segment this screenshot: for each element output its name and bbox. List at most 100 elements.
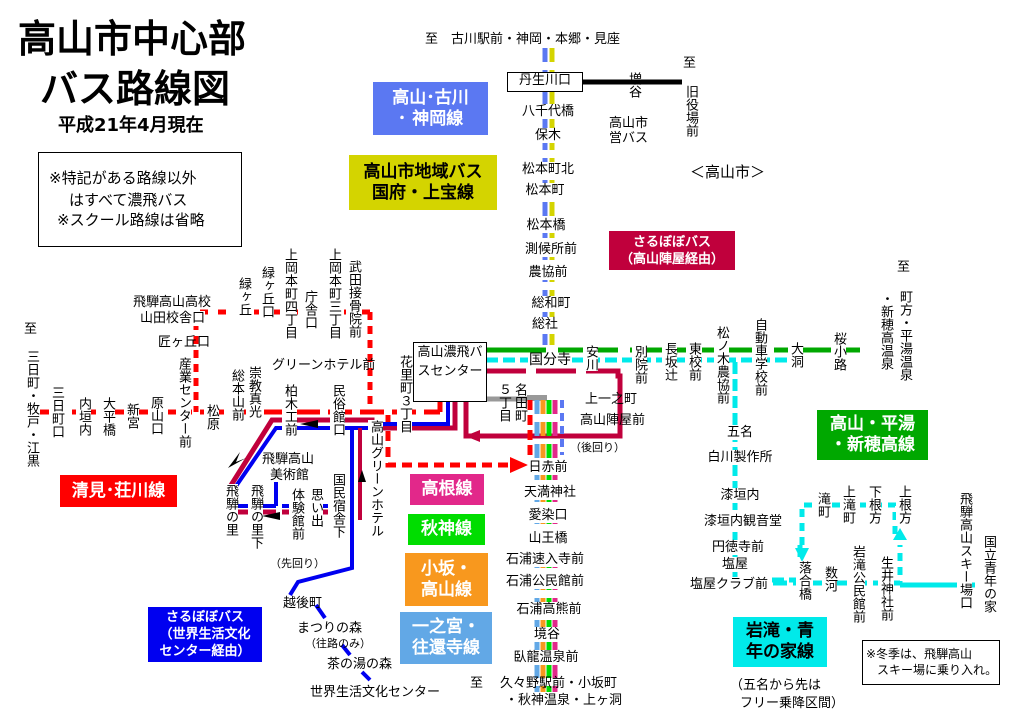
stop: 安川 [583,345,598,371]
route-label-osaka: 小坂・高山線 [405,553,488,606]
stop: 大洞 [788,342,803,368]
arrow-icon [465,430,480,442]
city-bus-label: 高山市営バス [609,116,649,146]
destination-mikkamachi: 三日町・牧戸・江黒 [24,350,39,467]
stop: 茶の湯の森 [327,657,393,672]
direction-arrow-icon [228,452,246,468]
stop: 円徳寺前 [710,540,766,555]
stop: 八千代橋 [520,104,576,119]
stop: 原山口 [148,396,163,435]
stop: 高山グリーンホテル [368,420,383,537]
stop: 白川製作所 [706,450,774,465]
stop: 天満神社 [522,485,578,500]
stop: 上一之町 [585,392,638,407]
note-atomawari: （後回り） [570,441,625,454]
destination-south: 至 [470,676,484,691]
destination-kuguno: 久々野駅前・小坂町 [500,676,618,691]
stop: 越後町 [283,596,323,611]
stop: 崇教真光 [246,366,261,418]
stop: 三日町口 [49,386,64,438]
stop: 石浦高熊前 [515,602,583,617]
note-line: ※特記がある路線以外 [49,169,197,187]
stop: 松本町 [524,183,566,198]
stop: 漆垣内 [719,488,761,503]
stop-kokubunji: 国分寺 [528,352,572,368]
stop: 塩屋クラブ前 [690,577,769,592]
stop: 飛騨の里下 [248,484,263,549]
stop: 下根方 [866,485,881,524]
stop: 五名 [725,425,755,440]
stop: 農協前 [527,265,569,280]
stop: 東校前 [686,342,701,381]
map-title-2: バス路線図 [40,67,231,111]
bus-center-box: 高山濃飛バスセンター [413,342,487,402]
stop: 匠ヶ丘口 [158,335,211,350]
stop: ５丁目 [496,383,511,422]
free-note-2: フリー乗降区間） [740,696,845,711]
stop: 高山陣屋前 [580,413,646,428]
stop: 臥龍温泉前 [512,650,580,665]
stop: 上滝町 [840,485,855,524]
stop-masutani: 増谷 [626,72,641,98]
stop: 石浦速入寺前 [504,552,586,567]
stop: 落合橋 [796,561,811,600]
route-label-kiyomi: 清見･荘川線 [60,475,177,507]
stop: 岩滝公民館前 [850,545,865,623]
route-label-hirayu: 高山・平湯・新穂高線 [817,410,928,460]
stop: 産業センター前 [176,357,191,448]
stop: 測候所前 [523,242,579,257]
destination-north: 至 古川駅前・神岡・本郷・見座 [425,32,621,47]
stop: 総和町 [530,296,572,311]
note-line: ※冬季は、飛騨高山 [866,647,973,661]
stop: 美術館 [270,468,310,483]
stop: まつりの森 [297,621,363,636]
stop: 愛染口 [527,508,569,523]
stop: 塩屋 [720,557,750,572]
stop: グリーンホテル前 [272,358,376,373]
stop: 日赤前 [527,460,569,475]
route-label-kokufu: 高山市地域バス国府・上宝線 [349,155,497,210]
stop: 松本橋 [525,218,567,233]
stop: 保木 [533,128,563,143]
stop-nyukawa: 丹生川口 [507,72,583,92]
stop: 飛騨高山 [262,452,315,467]
route-label-sarubobo-jinya: さるぼぼバス（高山陣屋経由） [609,231,735,270]
stop: 自動車学校前 [752,318,767,396]
stop: 山王橋 [527,531,569,546]
winter-note-box: ※冬季は、飛騨高山 スキー場に乗り入れ。 [862,640,1000,685]
stop: 武田接骨院前 [346,260,361,338]
note-line: スキー場に乗り入れ。 [877,663,998,677]
route-label-sarubobo-sekai: さるぼぼバス（世界生活文化センター経由） [148,607,262,662]
destination-shinhotaka: ・新穂高温泉 [878,292,893,370]
note-sakimawari: （先回り） [270,557,325,570]
stop: 総社 [530,317,560,332]
stop: 上岡本町四丁目 [282,248,297,339]
stop: 庁舎口 [302,290,317,329]
stop: 松ノ木農協前 [714,326,729,404]
stop: 生井神社前 [878,556,893,621]
stop: 松本町北 [520,162,576,177]
stop: 総本山前 [229,369,244,421]
stop: 民俗館口 [330,384,345,436]
stop: 境谷 [532,627,562,642]
stop: 体験館前 [289,488,304,540]
stop: 名田町 [512,383,527,422]
stop: 柏木工前 [282,384,297,436]
stop: 桜小路 [831,332,846,371]
stop: 松原 [204,404,219,430]
destination-east: 至 [897,260,911,275]
route-label-iwataki: 岩滝・青年の家線 [733,617,827,667]
date-label: 平成21年4月現在 [58,115,204,136]
stop: 飛騨高山スキー場口 [957,492,972,609]
stop: 漆垣内観音堂 [702,514,784,529]
stop: 新宮 [124,403,139,429]
stop: 長坂辻 [662,342,677,381]
destination-hirayu: 町方・平湯温泉 [897,290,912,381]
note-ouro: （往路のみ） [305,637,371,650]
stop: 緑ヶ丘口 [259,266,274,318]
stop: 飛騨高山高校 [133,295,212,310]
stop: 国民宿舎下 [330,473,345,538]
route-label-takane: 高根線 [410,474,484,505]
note-line: はすべて濃飛バス [69,191,188,209]
